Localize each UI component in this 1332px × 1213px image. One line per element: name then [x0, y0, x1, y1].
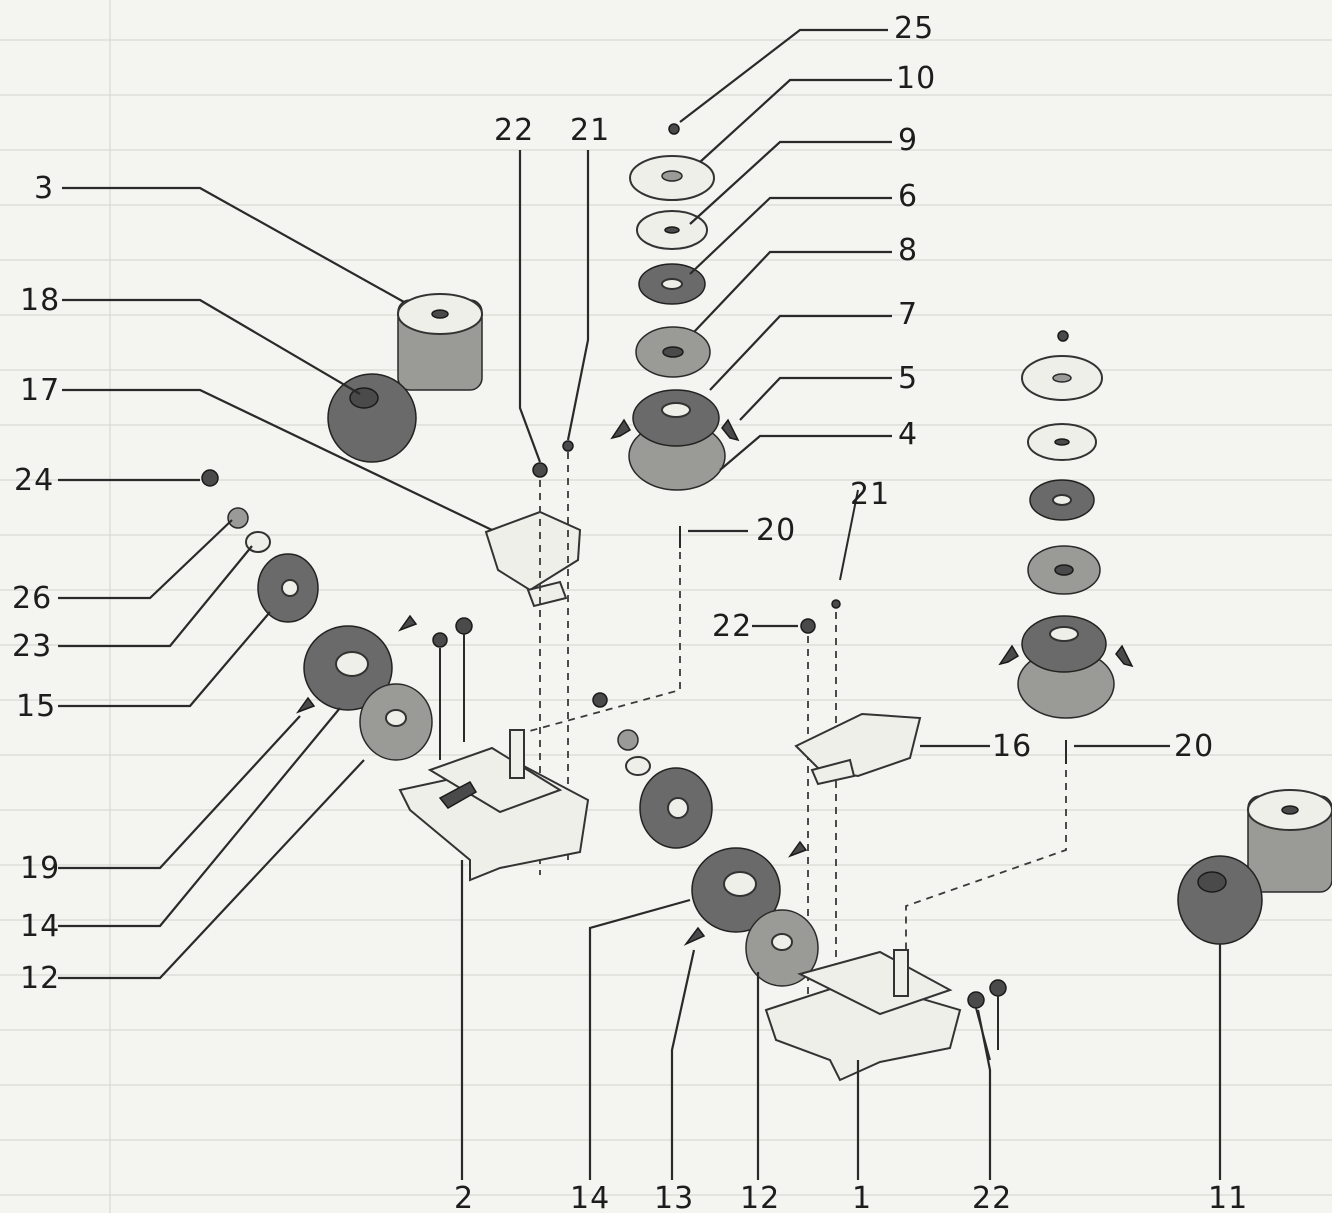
part-5-pawl-right	[721, 418, 740, 442]
part-22-nut	[532, 462, 548, 478]
label-12-bottom: 12	[740, 1181, 781, 1213]
middle-parts	[592, 692, 713, 849]
label-9: 9	[898, 123, 919, 158]
left-assembly	[201, 293, 590, 882]
label-14-left: 14	[20, 909, 61, 944]
label-8: 8	[898, 233, 919, 268]
label-20-center: 20	[756, 513, 797, 548]
label-16: 16	[992, 729, 1033, 764]
label-17: 17	[20, 373, 61, 408]
part-17-bracket	[484, 510, 582, 592]
label-22-top: 22	[494, 113, 535, 148]
right-stack	[998, 330, 1134, 764]
label-15: 15	[16, 689, 57, 724]
label-20-right: 20	[1174, 729, 1215, 764]
part-22b-nut	[800, 618, 816, 634]
center-stack	[514, 123, 740, 736]
label-6: 6	[898, 179, 919, 214]
part-18-gear	[327, 373, 417, 463]
label-10: 10	[896, 61, 937, 96]
label-5: 5	[898, 361, 919, 396]
label-23: 23	[12, 629, 53, 664]
label-22-right: 22	[712, 609, 753, 644]
label-13: 13	[654, 1181, 695, 1213]
label-21-right: 21	[850, 477, 891, 512]
part-25-screw	[668, 123, 680, 135]
part-24-nut	[201, 469, 219, 487]
label-14-bottom: 14	[570, 1181, 611, 1213]
label-7: 7	[898, 297, 919, 332]
part-26-washer	[227, 507, 249, 529]
part-21-screw	[562, 440, 574, 452]
label-2: 2	[454, 1181, 475, 1213]
label-4: 4	[898, 417, 919, 452]
right-assembly	[683, 489, 1067, 1082]
label-19: 19	[20, 851, 61, 886]
label-1: 1	[852, 1181, 873, 1213]
label-18: 18	[20, 283, 61, 318]
part-14-pawl	[295, 696, 316, 714]
label-3: 3	[34, 171, 55, 206]
label-25: 25	[894, 11, 935, 46]
part-5-pawl-left	[610, 418, 632, 440]
label-26: 26	[12, 581, 53, 616]
label-11: 11	[1208, 1181, 1249, 1213]
label-21-top: 21	[570, 113, 611, 148]
part-13-pawl	[683, 926, 706, 946]
label-24: 24	[14, 463, 55, 498]
label-22-bottom: 22	[972, 1181, 1013, 1213]
part-11-spool	[1177, 789, 1332, 945]
part-16-bracket	[794, 712, 922, 778]
leader-lines	[58, 28, 1222, 1180]
label-12-left: 12	[20, 961, 61, 996]
